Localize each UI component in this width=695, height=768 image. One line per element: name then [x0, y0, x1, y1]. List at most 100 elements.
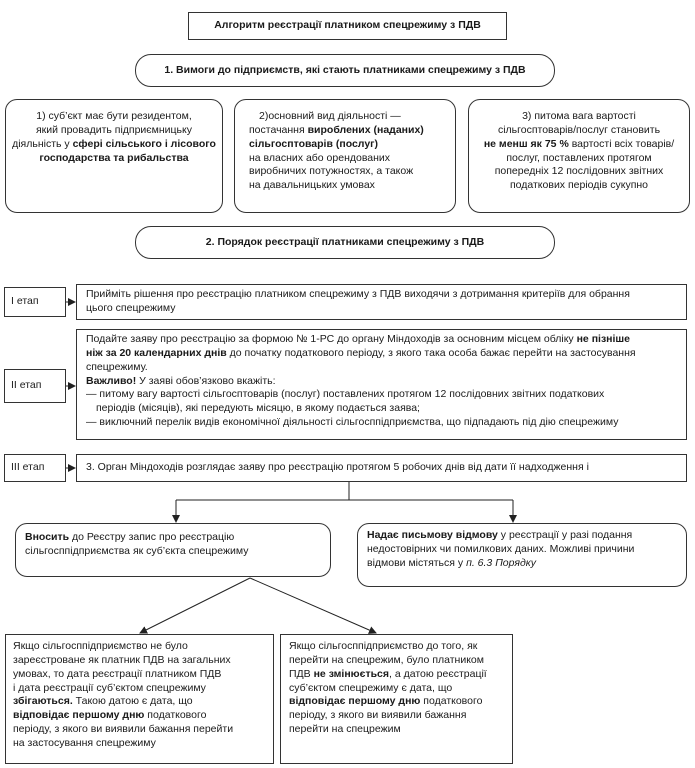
req2-line4: на власних або орендованих	[249, 151, 391, 164]
stage-2-line6: періодів (місяців), які передують місяцю…	[96, 402, 420, 415]
outcome-right-line3b: п. 6.3 Порядку	[466, 556, 536, 569]
req3-line5: попередніх 12 послідовних звітних	[494, 165, 664, 178]
stage-2-line4b: У заяві обов’язково вкажіть:	[136, 374, 276, 387]
case-right-line3a: ПДВ	[289, 667, 314, 680]
outcome-right-line1b: відмову	[455, 529, 498, 541]
outcome-right-line1a: Надає письмову	[367, 529, 456, 541]
requirement-1: 1) суб’єкт має бути резидентом, який про…	[5, 99, 223, 213]
outcome-left-line2: сільгосппідприємства як суб’єкта спецреж…	[25, 544, 249, 557]
req1-line4: господарства та рибальства	[39, 151, 189, 164]
stage-1-label: І етап	[4, 287, 66, 317]
case-right-line5b: першому дню	[348, 695, 421, 708]
stage-2-line2a: ніж за 20 календарних днів	[86, 346, 227, 359]
case-left-line5b: Такою датою є дата, що	[72, 695, 193, 708]
requirement-2: 2)основний вид діяльності — постачання в…	[234, 99, 456, 213]
stage-2-line2b: до початку податкового періоду, з якого …	[226, 346, 636, 359]
case-right-line3c: , а датою реєстрації	[389, 667, 487, 680]
case-left-line6: відповідає першому дню податкового	[13, 709, 273, 723]
req3-line3b: як 75 %	[530, 137, 569, 150]
req2-line2: постачання вироблених (наданих)	[249, 124, 455, 138]
stage-2-line3: спецрежиму.	[86, 360, 148, 373]
stage-2-line1a: Подайте заяву про реєстрацію за формою №…	[86, 333, 577, 345]
stage-3-box: 3. Орган Міндоходів розглядає заяву про …	[76, 454, 687, 482]
case-right-line5c: податкового	[420, 695, 483, 708]
case-right-line1: Якщо сільгосппідприємство до того, як	[289, 640, 478, 652]
req2-line1: 2)основний вид діяльності —	[259, 110, 401, 122]
outcome-left-line1a: Вносить	[25, 531, 70, 543]
case-right-line7: перейти на спецрежим	[289, 723, 401, 736]
case-left-line8: на застосування спецрежиму	[13, 737, 156, 750]
req3-line3c: вартості всіх товарів/	[568, 137, 675, 150]
stage-3-label-text: ІІІ етап	[11, 461, 45, 474]
req3-line3: не менш як 75 % вартості всіх товарів/	[469, 138, 689, 152]
stage-3-text: 3. Орган Міндоходів розглядає заяву про …	[86, 461, 589, 474]
req2-line5: виробничих потужностях, а також	[249, 165, 414, 178]
section-1-text: 1. Вимоги до підприємств, які стають пла…	[164, 63, 526, 76]
case-left-line7: періоду, з якого ви виявили бажання пере…	[13, 723, 234, 736]
case-left-line3: умовах, то дата реєстрації платником ПДВ	[13, 667, 222, 680]
case-right-arrow	[249, 577, 377, 634]
req3-line2: сільгосптоварів/послуг становить	[497, 123, 661, 136]
req2-line2b: вироблених (наданих)	[307, 123, 424, 136]
req2-line3: сільгосптоварів (послуг)	[249, 137, 379, 150]
outcome-refusal: Надає письмову відмову у реєстрації у ра…	[357, 523, 687, 587]
case-right-line2: перейти на спецрежим, було платником	[289, 653, 484, 666]
stage-3-label: ІІІ етап	[4, 454, 66, 482]
req3-line6: податкових періодів сукупно	[509, 179, 649, 192]
section-2-header: 2. Порядок реєстрації платниками спецреж…	[135, 226, 555, 259]
stage-2-line4a: Важливо!	[86, 374, 137, 387]
outcome-left-line1b: до Реєстру запис про реєстрацію	[69, 531, 235, 543]
req2-line6: на давальницьких умовах	[249, 179, 375, 192]
case-right-line3b: не змінюється	[313, 667, 390, 680]
req3-line4: послуг, поставлених протягом	[506, 151, 652, 164]
stage-2-box: Подайте заяву про реєстрацію за формою №…	[76, 329, 687, 440]
case-left-line5a: збігаються.	[13, 695, 73, 708]
case-left-line1: Якщо сільгосппідприємство не було	[13, 640, 188, 652]
case-left-line6b: першому дню	[72, 709, 145, 722]
section-2-text: 2. Порядок реєстрації платниками спецреж…	[205, 235, 485, 248]
case-right-line3: ПДВ не змінюється, а датою реєстрації	[289, 668, 512, 682]
case-left-arrow	[139, 577, 251, 634]
stage-2-line2: ніж за 20 календарних днів до початку по…	[86, 347, 677, 361]
section-1-header: 1. Вимоги до підприємств, які стають пла…	[135, 54, 555, 87]
outcome-left-line1: Вносить до Реєстру запис про реєстрацію	[25, 531, 330, 545]
case-right-line5: відповідає першому дню податкового	[289, 695, 512, 709]
case-left-line5: збігаються. Такою датою є дата, що	[13, 695, 273, 709]
req1-line2: який провадить підприємницьку	[35, 123, 192, 136]
case-right-line6: періоду, з якого ви виявили бажання	[289, 709, 467, 722]
outcome-right-line3: відмови містяться у п. 6.3 Порядку	[367, 557, 686, 571]
req1-line3a: діяльність у	[12, 137, 73, 150]
case-not-vat-payer: Якщо сільгосппідприємство не було зареєс…	[5, 634, 274, 764]
outcome-register: Вносить до Реєстру запис про реєстрацію …	[15, 523, 331, 577]
case-left-line4: і дата реєстрації суб’єктом спецрежиму	[13, 681, 206, 694]
stage-2-line5: — питому вагу вартості сільгосптоварів (…	[86, 388, 605, 401]
stage-1-box: Прийміть рішення про реєстрацію платнико…	[76, 284, 687, 320]
stage-2-line4: Важливо! У заяві обов’язково вкажіть:	[86, 375, 677, 389]
req3-line3a: не менш	[483, 137, 531, 150]
case-right-line5a: відповідає	[289, 695, 349, 708]
case-already-vat-payer: Якщо сільгосппідприємство до того, як пе…	[280, 634, 513, 764]
case-left-line6a: відповідає	[13, 709, 73, 722]
req1-line1: 1) суб’єкт має бути резидентом,	[36, 110, 192, 122]
req1-line3: діяльність у сфері сільського і лісового	[6, 138, 222, 152]
stage-1-line1: Прийміть рішення про реєстрацію платнико…	[86, 288, 630, 300]
diagram-title: Алгоритм реєстрації платником спецрежиму…	[188, 12, 507, 40]
case-left-line2: зареєстроване як платник ПДВ на загальни…	[13, 653, 231, 666]
req3-line1: 3) питома вага вартості	[522, 110, 636, 122]
case-left-line6c: податкового	[144, 709, 207, 722]
stage-2-label: ІІ етап	[4, 369, 66, 403]
requirement-3: 3) питома вага вартості сільгосптоварів/…	[468, 99, 690, 213]
outcome-right-line3a: відмови містяться у	[367, 556, 467, 569]
req2-line2a: постачання	[249, 123, 308, 136]
stage-2-line1b: не пізніше	[576, 333, 631, 345]
stage-2-line7: — виключний перелік видів економічної ді…	[86, 416, 619, 429]
outcome-right-line1c: у реєстрації у разі подання	[497, 529, 633, 541]
req1-line3b: сфері сільського і лісового	[72, 137, 216, 150]
outcome-right-line2: недостовірних чи помилкових даних. Можли…	[367, 542, 635, 555]
case-right-line4: суб’єктом спецрежиму є дата, що	[289, 681, 453, 694]
stage-1-line2: цього спецрежиму	[86, 301, 176, 314]
stage-2-line1: Подайте заяву про реєстрацію за формою №…	[86, 333, 677, 347]
stage-1-label-text: І етап	[11, 295, 39, 308]
title-text: Алгоритм реєстрації платником спецрежиму…	[214, 19, 481, 32]
